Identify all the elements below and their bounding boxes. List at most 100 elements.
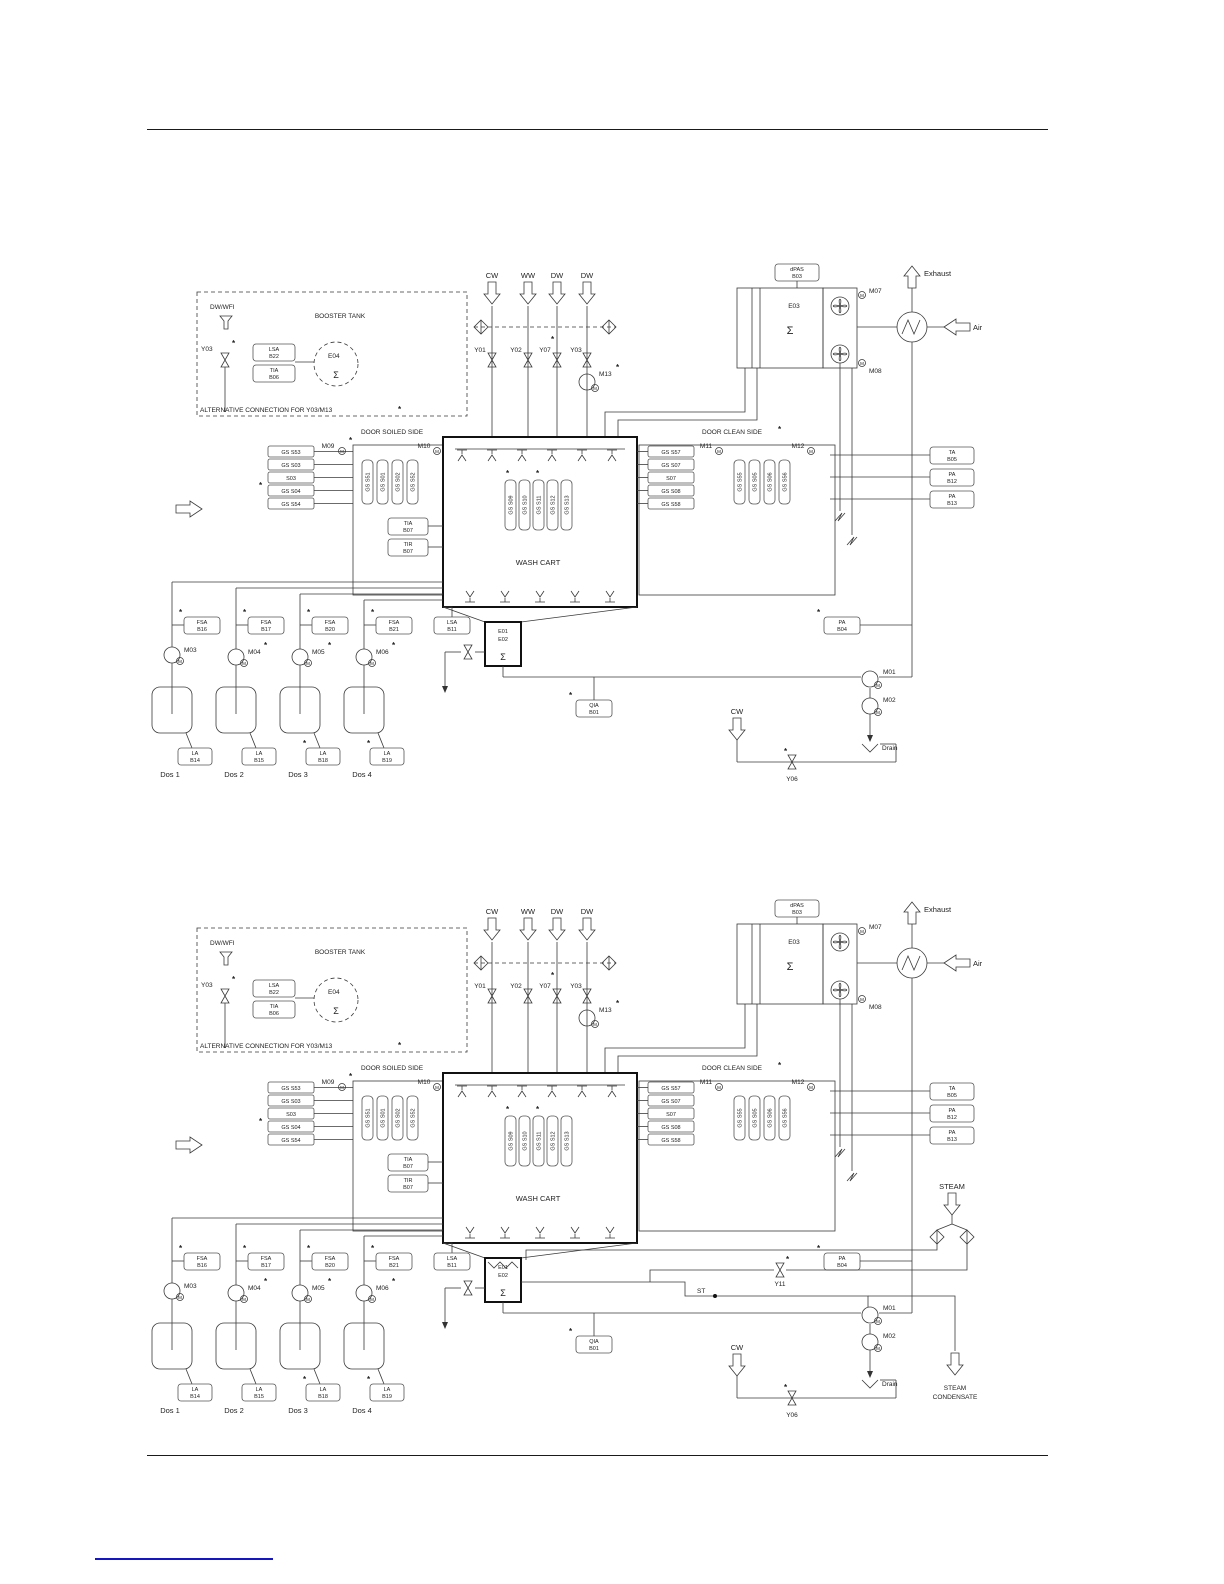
diagram-1-container: DW/WFI BOOSTER TANK Y03 * LSA B22 TIA B0… [140,262,1040,797]
spray-nozzle-icon [499,1226,511,1239]
door-clean-label: DOOR CLEAN SIDE [702,429,763,436]
e03-label: E03 [788,303,800,310]
feed-arrow-icon [175,1136,203,1154]
spray-nozzle-icon [576,1085,588,1098]
filter-diamond-icon [929,1229,945,1245]
e01-label: E01 [498,1265,508,1271]
tag-label: B18 [318,758,328,764]
cw-arrow-icon [728,717,746,741]
pump-m13-label: M13 [599,371,612,378]
motor-m11-label: M11 [700,443,713,450]
dos-label: Dos 1 [160,1406,180,1415]
tag-label: FSA [389,620,400,626]
process-flow-diagram: DW/WFI BOOSTER TANK Y03 * LSA B22 TIA B0… [151,899,983,1419]
tag-label: LA [256,1387,263,1393]
spray-nozzle-icon [456,1085,468,1098]
tag-label: PA [949,472,956,478]
tag-label: B19 [382,758,392,764]
clean-side-inner-sensors: GS S55 GS S05 GS S06 GS S56 [733,459,791,505]
tag-label: PA [949,1130,956,1136]
spray-nozzle-icon [534,1226,546,1239]
wash-chamber-section: DOOR SOILED SIDE DOOR CLEAN SIDE * WASH … [352,425,836,693]
pump-label: M03 [184,647,197,654]
tag-label: GS S58 [661,1138,680,1144]
tag-label: FSA [197,1256,208,1262]
footnote-star: * [616,999,620,1008]
motor-m11-label: M11 [700,1079,713,1086]
dw-supply-label: DW [551,271,564,280]
footer-link-underline[interactable] [95,1558,273,1560]
tag-label: LA [384,1387,391,1393]
pump-m02-label: M02 [883,697,896,704]
tag-label: B21 [389,627,399,633]
alternative-connection-note: ALTERNATIVE CONNECTION FOR Y03/M13 [200,407,333,414]
footnote-star: * [778,425,782,434]
door-soiled-label: DOOR SOILED SIDE [361,1065,424,1072]
tag-label: GS S57 [661,450,680,456]
supply-arrow-icon [483,917,501,941]
right-instrument-tags: TA B05 PA B12 PA B13 [830,446,975,509]
exhaust-arrow-icon [903,901,921,925]
supply-arrow-icon [519,917,537,941]
spray-nozzle-icon [569,590,581,603]
footnote-star: * [778,1061,782,1070]
tag-label: GS S55 [738,472,744,491]
pump-label: M05 [312,649,325,656]
footnote-star: * [179,1244,183,1253]
dos-label: Dos 2 [224,1406,244,1415]
tag-label: FSA [325,620,336,626]
pump-m02-icon [862,698,882,716]
valve-y06-label: Y06 [786,1412,798,1419]
tag-pill [252,1000,296,1019]
tag-label: B22 [269,354,279,360]
clean-side-tag-stack: GS S57 GS S07 S07 GS S08 GS S58 [637,1081,695,1146]
dosing-pump-icon [164,647,184,665]
tag-label: B01 [589,710,599,716]
water-supply-section: CW WW DW DW Y01 Y02 Y07 Y03 * M13 * [473,907,620,1073]
tag-label: TA [949,1086,956,1092]
valve-y03-label: Y03 [201,982,213,989]
tag-label: B03 [792,274,802,280]
feed-arrow-icon [175,500,203,518]
pa-b04-tag: * PA B04 [817,1244,912,1271]
tag-label: B04 [837,627,847,633]
tag-label: GS S05 [753,472,759,491]
tag-label: GS S10 [523,495,529,514]
filter-diamond-icon [601,319,617,335]
tag-label: GS S51 [366,1108,372,1127]
pump-m13-icon [579,1010,599,1028]
tag-label: GS S13 [565,495,571,514]
footnote-star: * [616,363,620,372]
tag-label: B11 [447,1263,456,1269]
e04-label: E04 [328,353,340,360]
tag-label: GS S07 [661,463,680,469]
motor-m12-icon [807,447,815,455]
tag-label: GS S03 [281,1099,300,1105]
steam-arrow-icon [943,1192,961,1216]
tag-label: B15 [254,1394,264,1400]
ww-supply-label: WW [521,907,536,916]
pump-m01-label: M01 [883,1305,896,1312]
motor-m08-icon [858,359,866,367]
pump-m02-label: M02 [883,1333,896,1340]
exhaust-heat-exchanger-section: dPAS B03 E03 Σ M07 M08 Exhaust Air [604,899,983,1313]
tag-label: GS S57 [661,1086,680,1092]
cw-arrow-icon [728,1353,746,1377]
footnote-star: * [243,1244,247,1253]
cw-flush-section: CW * Y06 [728,707,897,783]
funnel-icon [219,315,233,330]
tag-label: B18 [318,1394,328,1400]
e02-label: E02 [498,637,508,643]
tag-label: B21 [389,1263,399,1269]
booster-tank-title: BOOSTER TANK [315,949,366,956]
tag-label: GS S58 [661,502,680,508]
filter-diamond-icon [959,1229,975,1245]
tag-label: FSA [325,1256,336,1262]
tag-label: B04 [837,1263,847,1269]
valve-y07-label: Y07 [539,347,551,354]
fan-housing [822,287,858,369]
tag-label: B03 [792,910,802,916]
dos-label: Dos 3 [288,770,308,779]
supply-arrow-icon [548,281,566,305]
tag-label: GS S56 [783,472,789,491]
